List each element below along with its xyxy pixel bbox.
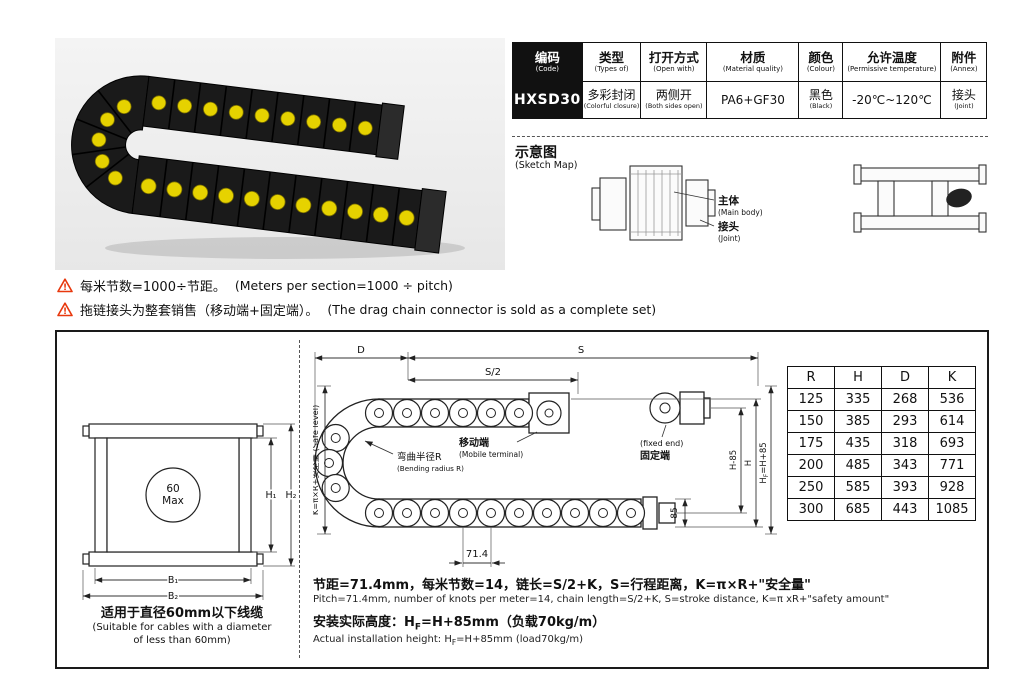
pitch-dimension: 71.4	[466, 549, 488, 560]
joint-label: 接头	[718, 220, 739, 233]
rhdk-header-row: R H D K	[787, 366, 976, 389]
assembly-drawing	[591, 165, 716, 241]
bending-radius-label: 弯曲半径R	[397, 451, 442, 463]
spec-header-row: 编码 (Code) 类型 (Types of) 打开方式 (Open with)…	[512, 42, 988, 82]
spec-header-type: 类型 (Types of)	[581, 42, 642, 82]
dashed-divider	[512, 136, 988, 137]
assembly-ribs	[630, 170, 682, 236]
dim-85: 85	[670, 507, 680, 518]
rhdk-header-d: D	[881, 366, 929, 389]
sketch-map-drawings: 主体 (Main body) 接头 (Joint)	[591, 164, 987, 243]
rhdk-header-h: H	[834, 366, 882, 389]
spec-value-row: HXSD30 多彩封闭 (Colorful closure) 两侧开 (Both…	[512, 81, 988, 119]
svg-text:!: !	[63, 283, 67, 293]
spec-header-colour: 颜色 (Colour)	[798, 42, 844, 82]
spec-value-open: 两侧开 (Both sides open)	[640, 81, 708, 119]
mobile-terminal-label-en: (Mobile terminal)	[459, 450, 523, 459]
mobile-terminal-label: 移动端	[459, 436, 489, 449]
cable-diameter-value: 60	[166, 483, 179, 495]
note-connector-set: ! 拖链接头为整套销售（移动端+固定端）。 (The drag chain co…	[57, 300, 656, 319]
label-leaders	[516, 424, 667, 443]
k-safe-level-label: K=π×R+安全量 (Safe level)	[313, 405, 320, 515]
spec-value-material: PA6+GF30	[706, 81, 800, 119]
dim-d: D	[357, 345, 365, 356]
rhdk-header-k: K	[928, 366, 976, 389]
dim-hf: HF=H+85	[759, 442, 770, 483]
formula-height-zh: 安装实际高度：HF=H+85mm（负载70kg/m）	[313, 615, 606, 633]
formula-pitch-en: Pitch=71.4mm, number of knots per meter=…	[313, 594, 890, 605]
dimension-lines	[315, 355, 774, 534]
dim-h2: H₂	[286, 490, 297, 501]
dim-b2: B₂	[168, 591, 179, 602]
dim-s: S	[578, 345, 584, 356]
formula-height-en: Actual installation height: HF=H+85mm (l…	[313, 633, 583, 647]
spec-header-temperature: 允许温度 (Permissive temperature)	[842, 42, 942, 82]
chain-yellow-pins	[91, 95, 415, 226]
joint-label-en: (Joint)	[718, 234, 741, 243]
fixed-end-label: 固定端	[640, 449, 670, 462]
fixed-end-label-en: (fixed end)	[640, 439, 683, 448]
dim-h: H	[744, 460, 754, 466]
sketch-map-title: 示意图 (Sketch Map)	[515, 145, 578, 172]
spec-header-material: 材质 (Material quality)	[706, 42, 800, 82]
main-body-label: 主体	[718, 194, 739, 207]
chain-links	[314, 392, 681, 528]
spec-value-annex: 接头 (Joint)	[940, 81, 988, 119]
dim-b1: B₁	[168, 575, 179, 586]
spec-header-annex: 附件 (Annex)	[940, 42, 988, 82]
product-photo	[55, 38, 505, 270]
spec-header-open: 打开方式 (Open with)	[640, 42, 708, 82]
cross-section-diagram: 60 Max H₁ H₂ B₁ B₂	[82, 423, 298, 604]
cross-section-caption: 适用于直径60mm以下线缆 (Suitable for cables with …	[92, 606, 272, 646]
spec-value-code: HXSD30	[512, 81, 583, 119]
warning-icon: !	[57, 278, 73, 293]
spec-header-code: 编码 (Code)	[512, 42, 583, 82]
formula-pitch-zh: 节距=71.4mm，每米节数=14，链长=S/2+K，S=行程距离，K=π×R+…	[313, 578, 811, 593]
cross-section-outline	[82, 423, 264, 567]
spec-value-colour: 黑色 (Black)	[798, 81, 844, 119]
bending-radius-label-en: (Bending radius R)	[397, 464, 464, 473]
joint-pin	[946, 188, 972, 208]
side-view-diagram: D S S/2 K=π×R+安全量 (Safe level) 移动端 (Mobi…	[313, 345, 777, 567]
dimension-panel: 60 Max H₁ H₂ B₁ B₂ 适用于直径60mm以下线缆 (Suitab…	[55, 330, 989, 669]
cross-dimension-lines	[83, 424, 294, 599]
dim-s2: S/2	[485, 367, 501, 378]
spec-value-temperature: -20℃~120℃	[842, 81, 942, 119]
cable-diameter-max: Max	[162, 495, 184, 507]
chain-link-dividers	[72, 79, 401, 246]
callout-leaders	[673, 191, 715, 227]
rhdk-header-r: R	[787, 366, 835, 389]
extension-lines	[314, 352, 777, 567]
dim-h-85: H-85	[729, 450, 739, 470]
spec-value-type: 多彩封闭 (Colorful closure)	[581, 81, 642, 119]
formula-block: 节距=71.4mm，每米节数=14，链长=S/2+K，S=行程距离，K=π×R+…	[313, 574, 978, 653]
dim-h1: H₁	[266, 490, 277, 501]
top-view-drawing	[853, 164, 987, 233]
product-photo-illustration	[71, 75, 465, 259]
svg-text:!: !	[63, 307, 67, 317]
spec-table: 编码 (Code) 类型 (Types of) 打开方式 (Open with)…	[512, 42, 988, 119]
drag-chain	[71, 75, 447, 254]
main-body-label-en: (Main body)	[718, 208, 763, 217]
vertical-dashed-divider	[299, 340, 300, 658]
warning-icon: !	[57, 302, 73, 317]
note-meters-per-section: ! 每米节数=1000÷节距。 (Meters per section=1000…	[57, 276, 453, 295]
